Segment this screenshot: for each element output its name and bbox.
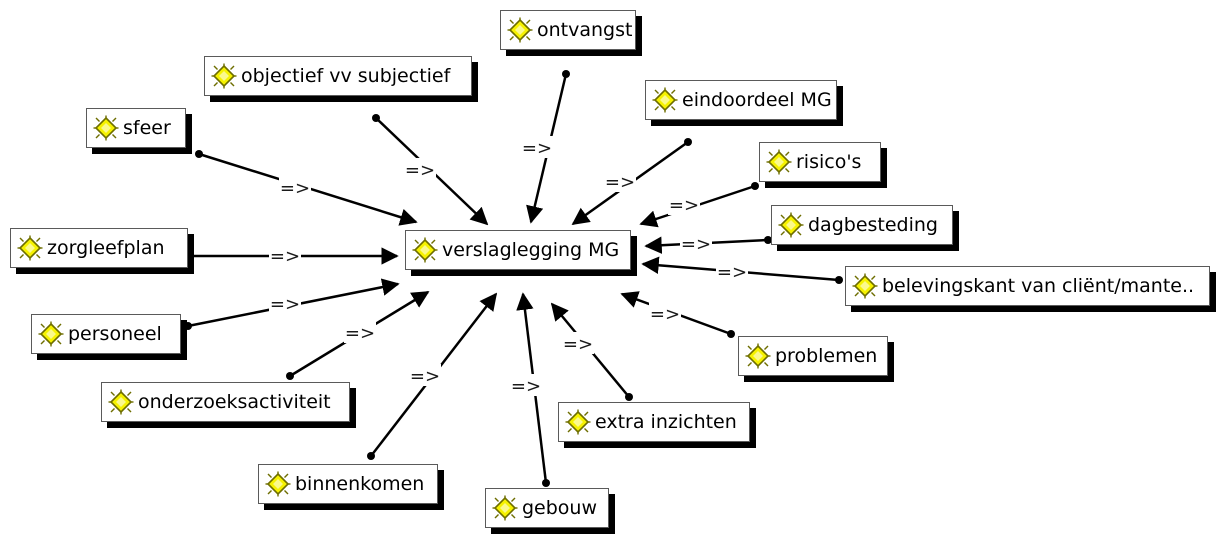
node-objectief-vv-subjectief[interactable]: objectief vv subjectief xyxy=(204,56,472,96)
edge-label-background xyxy=(404,158,436,180)
edge-label-background xyxy=(279,176,311,198)
node-eindoordeel-mg[interactable]: eindoordeel MG xyxy=(645,80,837,120)
code-node-icon xyxy=(778,212,804,238)
node-label: eindoordeel MG xyxy=(682,88,832,111)
code-node-icon xyxy=(492,495,518,521)
node-belevingskant[interactable]: belevingskant van cliënt/mante.. xyxy=(845,266,1210,306)
edge-label-background xyxy=(269,244,301,266)
node-label: objectief vv subjectief xyxy=(241,64,451,87)
edge-label: => xyxy=(669,195,699,216)
edge-label-background xyxy=(680,232,712,254)
node-extra-inzichten[interactable]: extra inzichten xyxy=(558,402,750,442)
node-verslaglegging-mg[interactable]: verslaglegging MG xyxy=(405,230,631,270)
code-node-icon xyxy=(745,343,771,369)
edge-label-background xyxy=(521,136,553,158)
node-binnenkomen[interactable]: binnenkomen xyxy=(258,464,438,504)
edge-start-dot xyxy=(195,150,203,158)
edge-start-dot xyxy=(625,393,633,401)
edge-label: => xyxy=(563,334,593,355)
node-personeel[interactable]: personeel xyxy=(31,314,181,354)
edge-start-dot xyxy=(727,330,735,338)
node-label: binnenkomen xyxy=(295,472,425,495)
edge-label-background xyxy=(269,292,301,314)
edge-start-dot xyxy=(751,182,759,190)
node-ontvangst[interactable]: ontvangst xyxy=(500,10,636,50)
edge-start-dot xyxy=(684,138,692,146)
node-label: verslaglegging MG xyxy=(442,238,620,261)
node-label: personeel xyxy=(68,322,162,345)
code-node-icon xyxy=(852,273,878,299)
node-label: extra inzichten xyxy=(595,410,737,433)
code-node-icon xyxy=(211,63,237,89)
edge-label: => xyxy=(280,178,310,199)
code-node-icon xyxy=(565,409,591,435)
edge-label: => xyxy=(605,172,635,193)
edge-start-dot xyxy=(367,452,375,460)
node-label: zorgleefplan xyxy=(47,236,165,259)
node-label: gebouw xyxy=(522,496,598,519)
node-sfeer[interactable]: sfeer xyxy=(86,108,186,148)
code-node-icon xyxy=(38,321,64,347)
code-node-icon xyxy=(766,149,792,175)
code-node-icon xyxy=(17,235,43,261)
edge-start-dot xyxy=(372,114,380,122)
edge-label: => xyxy=(410,366,440,387)
node-problemen[interactable]: problemen xyxy=(738,336,888,376)
code-node-icon xyxy=(265,471,291,497)
edge-label-background xyxy=(668,193,700,215)
edge-label-background xyxy=(344,321,376,343)
edge-label: => xyxy=(511,376,541,397)
edge-start-dot xyxy=(184,322,192,330)
edge-label: => xyxy=(717,262,747,283)
edge-label: => xyxy=(270,294,300,315)
node-onderzoeksactiviteit[interactable]: onderzoeksactiviteit xyxy=(101,382,350,422)
edge-label-background xyxy=(409,364,441,386)
edge-label: => xyxy=(405,160,435,181)
edge-start-dot xyxy=(562,70,570,78)
node-label: sfeer xyxy=(123,116,171,139)
edge-label: => xyxy=(522,138,552,159)
edge-label-background xyxy=(510,374,542,396)
node-label: onderzoeksactiviteit xyxy=(138,390,331,413)
edge-label-background xyxy=(562,332,594,354)
edge-start-dot xyxy=(286,372,294,380)
node-zorgleefplan[interactable]: zorgleefplan xyxy=(10,228,188,268)
node-label: ontvangst xyxy=(537,18,633,41)
code-node-icon xyxy=(412,237,438,263)
node-label: belevingskant van cliënt/mante.. xyxy=(882,274,1195,297)
node-label: problemen xyxy=(775,344,878,367)
edge-label: => xyxy=(345,323,375,344)
code-node-icon xyxy=(652,87,678,113)
node-label: risico's xyxy=(796,150,862,173)
edge-start-dot xyxy=(835,276,843,284)
code-node-icon xyxy=(507,17,533,43)
edge-label-background xyxy=(649,302,681,324)
edge-start-dot xyxy=(542,479,550,487)
node-dagbesteding[interactable]: dagbesteding xyxy=(771,205,953,245)
edge-label-background xyxy=(604,170,636,192)
edge-start-dot xyxy=(764,236,772,244)
edge-label: => xyxy=(681,234,711,255)
node-gebouw[interactable]: gebouw xyxy=(485,488,609,528)
edge-label-background xyxy=(716,260,748,282)
edge-label: => xyxy=(650,304,680,325)
code-node-icon xyxy=(108,389,134,415)
edge-label: => xyxy=(270,246,300,267)
node-risicos[interactable]: risico's xyxy=(759,142,881,182)
node-label: dagbesteding xyxy=(808,213,938,236)
code-node-icon xyxy=(93,115,119,141)
